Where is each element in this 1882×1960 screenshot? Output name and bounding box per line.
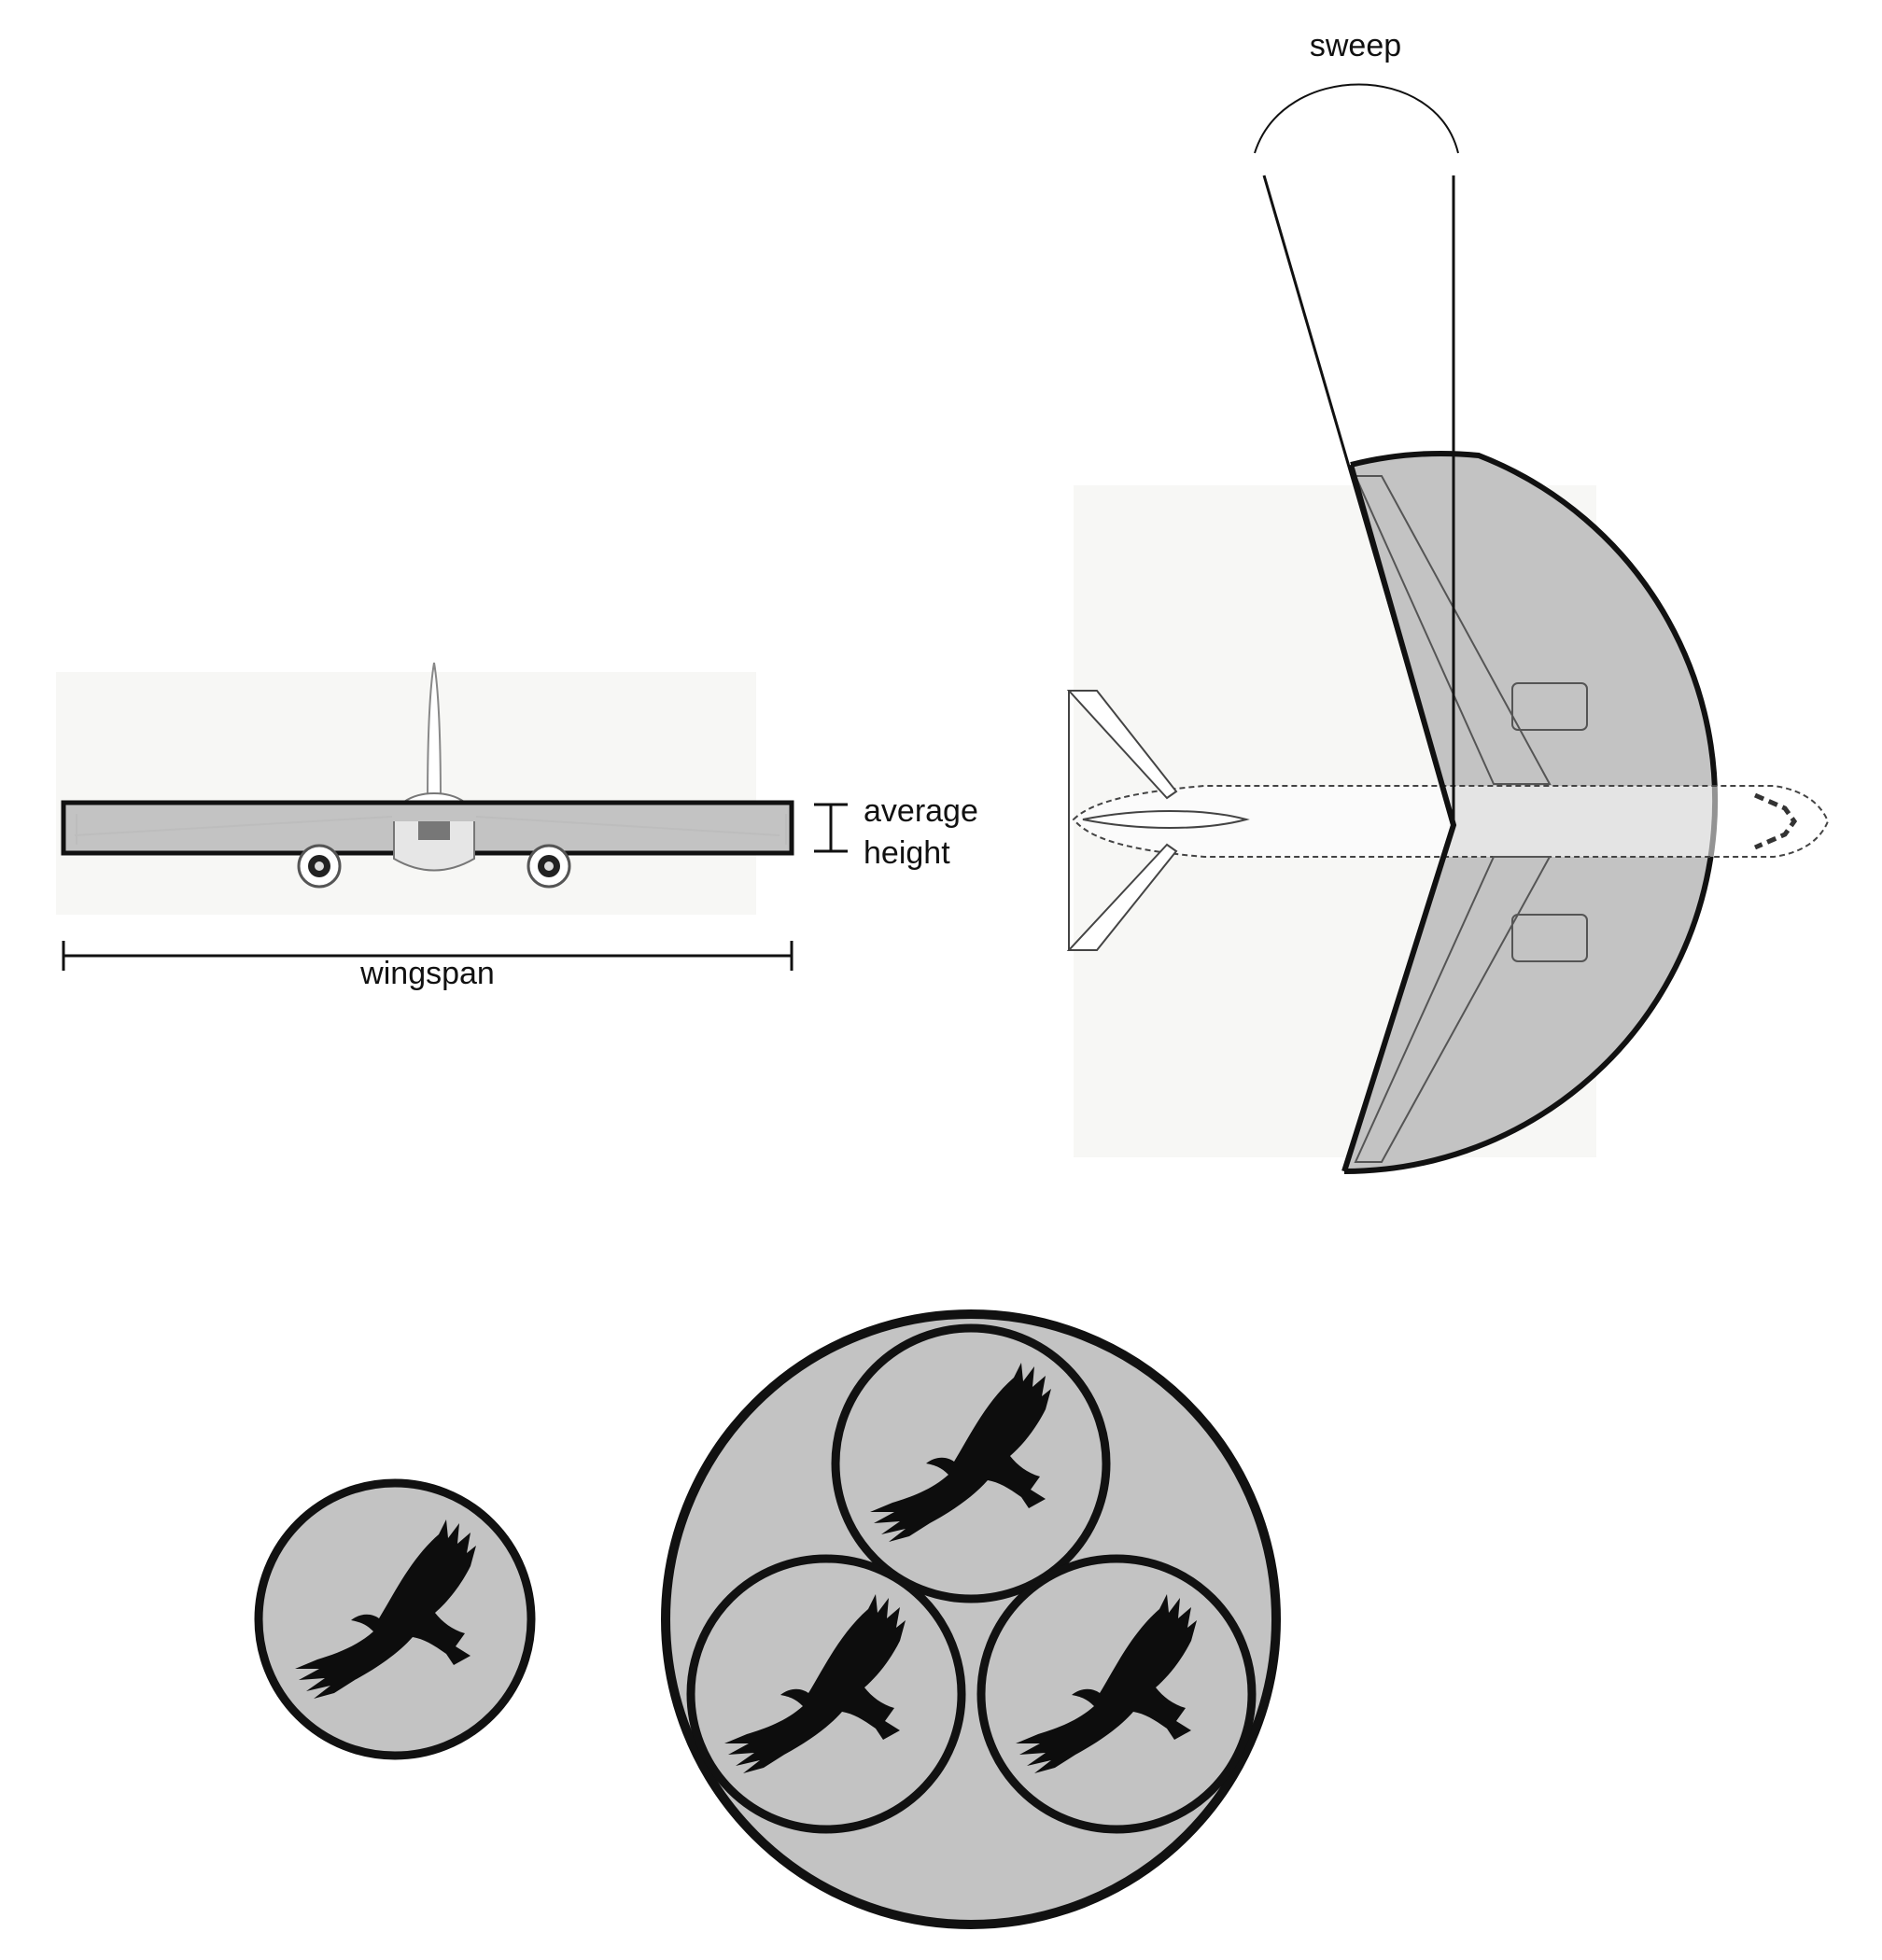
front-view-cockpit xyxy=(418,821,450,840)
front-view-wing-lines xyxy=(74,814,787,845)
bird-flock-group xyxy=(661,1309,1281,1929)
front-view-group: average height wingspan xyxy=(56,662,978,991)
front-view-engine-left xyxy=(297,844,342,889)
front-view-tail xyxy=(426,662,442,804)
wingspan-label: wingspan xyxy=(359,956,495,991)
front-view-engine-right xyxy=(527,844,571,889)
sweep-reference-line-angled xyxy=(1262,175,1455,826)
sweep-angle-arc xyxy=(1254,83,1459,154)
wingspan-dimension-line xyxy=(62,941,794,971)
average-label: average xyxy=(864,793,978,829)
height-label: height xyxy=(864,835,950,871)
average-height-bracket xyxy=(814,803,848,853)
single-bird-group xyxy=(254,1478,536,1760)
front-view-background xyxy=(56,672,756,915)
sweep-label: sweep xyxy=(1310,28,1401,63)
front-view-fuselage-lower xyxy=(393,821,475,872)
top-view-group: sweep xyxy=(1066,28,1830,1174)
